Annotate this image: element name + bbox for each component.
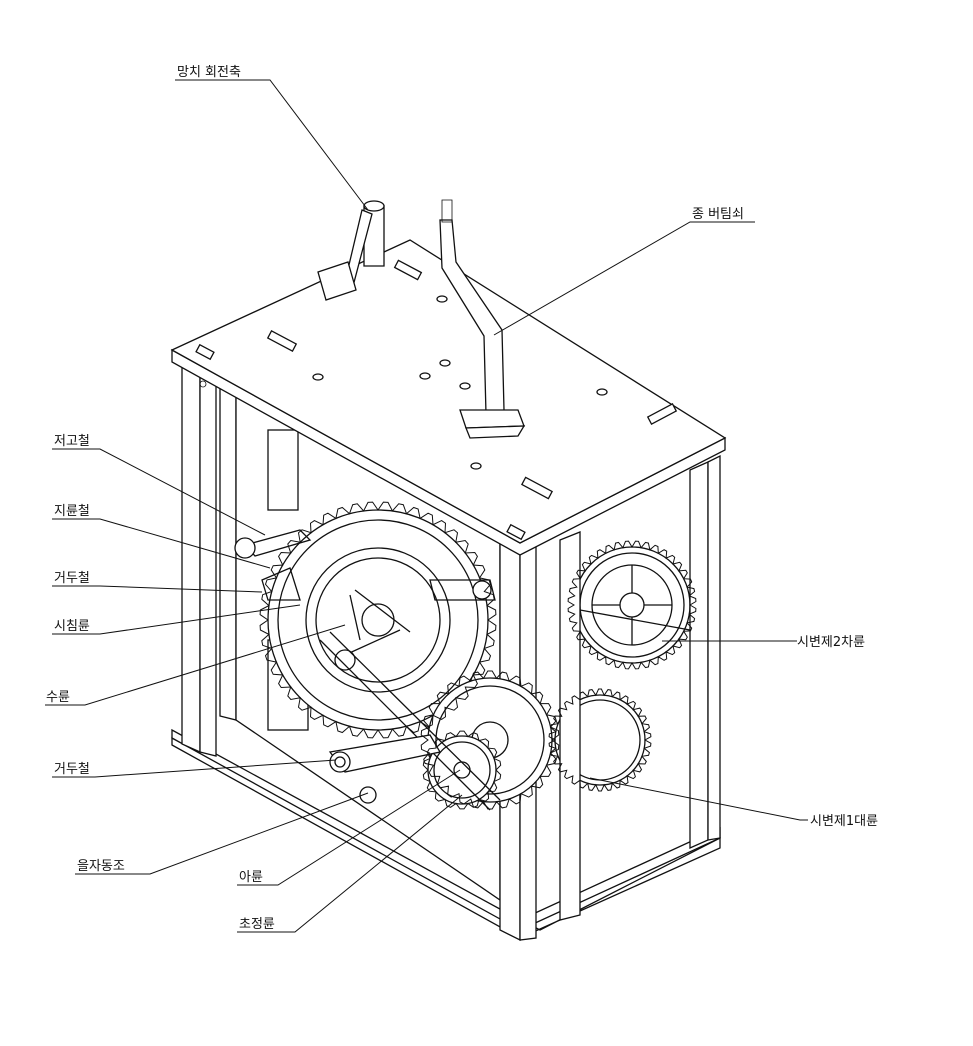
bell-support-rod: [439, 199, 526, 439]
label-geoducheol-bottom: 거두철: [54, 762, 90, 777]
label-sichimryun: 시침륜: [54, 619, 90, 634]
label-jiryuncheol: 지륜철: [54, 504, 90, 519]
hammer-axis-post: [317, 200, 385, 301]
shaft-right: [579, 609, 691, 631]
leader-lines: [45, 79, 808, 933]
label-geoducheol-top: 거두철: [54, 571, 90, 586]
escape-wheel-teeth: [422, 730, 502, 810]
pendulum-arm: [319, 631, 501, 811]
first-hour-wheel-teeth: [548, 688, 652, 792]
gear-middle-teeth: [420, 670, 560, 810]
label-chojeongryun: 초정륜: [239, 917, 275, 932]
escape-wheel: [427, 735, 497, 805]
label-sibyeon-1: 시변제1대륜: [810, 814, 878, 829]
top-plate: [170, 239, 727, 556]
water-wheel-spokes: [334, 589, 411, 671]
label-euljadongjo: 을자동조: [77, 859, 125, 874]
label-jeogocheol: 저고철: [54, 434, 90, 449]
label-suryun: 수륜: [46, 690, 70, 705]
label-aryun: 아륜: [239, 870, 263, 885]
left-pillars: [181, 361, 237, 757]
label-bell-support: 종 버팀쇠: [692, 207, 744, 222]
callout-labels: 망치 회전축 종 버팀쇠 저고철 지륜철 거두철 시침륜 수륜 거두철 을자동조…: [46, 65, 878, 932]
second-hour-wheel-teeth: [567, 540, 697, 670]
upper-lever: [234, 529, 496, 601]
label-sibyeon-2: 시변제2차륜: [797, 635, 865, 650]
label-hammer-axis: 망치 회전축: [177, 65, 241, 80]
